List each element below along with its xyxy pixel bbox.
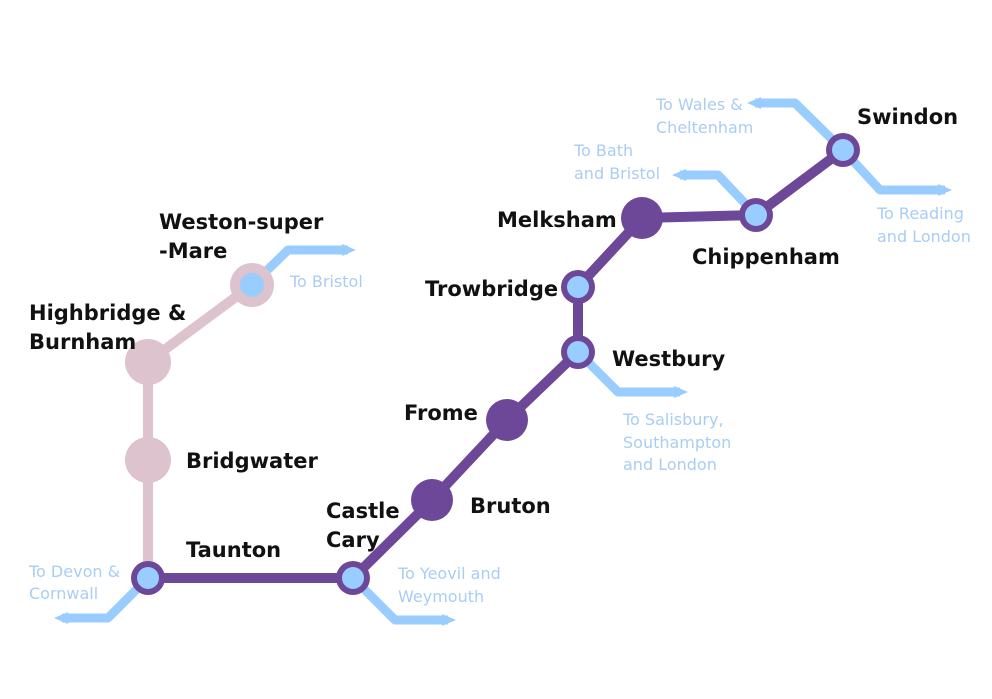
conn-reading-1: To Reading [876,204,964,223]
conn-wales-1: To Wales & [655,95,743,114]
label-castle-cary-1: Castle [326,499,400,523]
label-trowbridge: Trowbridge [425,277,558,301]
arrow-reading-icon [938,184,952,196]
arrow-bath-icon [672,169,686,181]
connection-line-bath [680,170,760,219]
arrow-yeovil-icon [442,614,456,626]
connection-line-wales [755,98,847,154]
connection-labels: To Wales & Cheltenham To Bath and Bristo… [28,95,971,606]
label-highbridge-1: Highbridge & [29,301,186,325]
label-melksham: Melksham [497,208,617,232]
conn-wales-2: Cheltenham [656,118,753,137]
station-melksham[interactable] [621,197,663,239]
branch-line [143,280,255,578]
arrow-wales-icon [747,97,761,109]
station-chippenham-core [745,204,767,226]
station-swindon-core [832,139,854,161]
station-trowbridge-core [567,276,589,298]
label-highbridge-2: Burnham [29,330,136,354]
connection-line-yeovil [349,574,448,625]
label-chippenham: Chippenham [692,245,840,269]
label-weston-1: Weston-super [159,210,324,234]
conn-salisbury-2: Southampton [623,433,731,452]
arrow-salisbury-icon [674,386,688,398]
connection-line-devon [62,574,152,623]
station-bruton[interactable] [411,479,453,521]
conn-bath-1: To Bath [573,141,633,160]
label-castle-cary-2: Cary [326,528,380,552]
stations [125,133,860,595]
label-frome: Frome [404,401,478,425]
conn-reading-2: and London [877,227,971,246]
station-highbridge[interactable] [125,339,171,385]
label-bruton: Bruton [470,494,551,518]
connection-line-reading [839,146,945,195]
station-westbury-core [567,341,589,363]
conn-yeovil-1: To Yeovil and [397,564,501,583]
conn-devon-1: To Devon & [28,562,120,581]
station-taunton-core [137,567,159,589]
conn-devon-2: Cornwall [29,584,98,603]
label-westbury: Westbury [612,347,726,371]
label-taunton: Taunton [186,538,281,562]
conn-salisbury-1: To Salisbury, [622,410,724,429]
conn-salisbury-3: and London [623,455,717,474]
conn-yeovil-2: Weymouth [398,587,484,606]
station-weston-core [240,273,264,297]
station-labels: Swindon Chippenham Melksham Trowbridge W… [29,105,958,562]
connection-arrows [54,97,952,626]
station-frome[interactable] [486,399,528,441]
label-weston-2: -Mare [159,239,227,263]
conn-bristol: To Bristol [289,272,363,291]
arrow-bristol-icon [342,244,356,256]
station-castle-cary-core [342,567,364,589]
label-bridgwater: Bridgwater [186,449,318,473]
label-swindon: Swindon [857,105,958,129]
conn-bath-2: and Bristol [574,164,660,183]
station-bridgwater[interactable] [125,437,171,483]
connection-line-salisbury [574,348,680,397]
arrow-devon-icon [54,612,68,624]
